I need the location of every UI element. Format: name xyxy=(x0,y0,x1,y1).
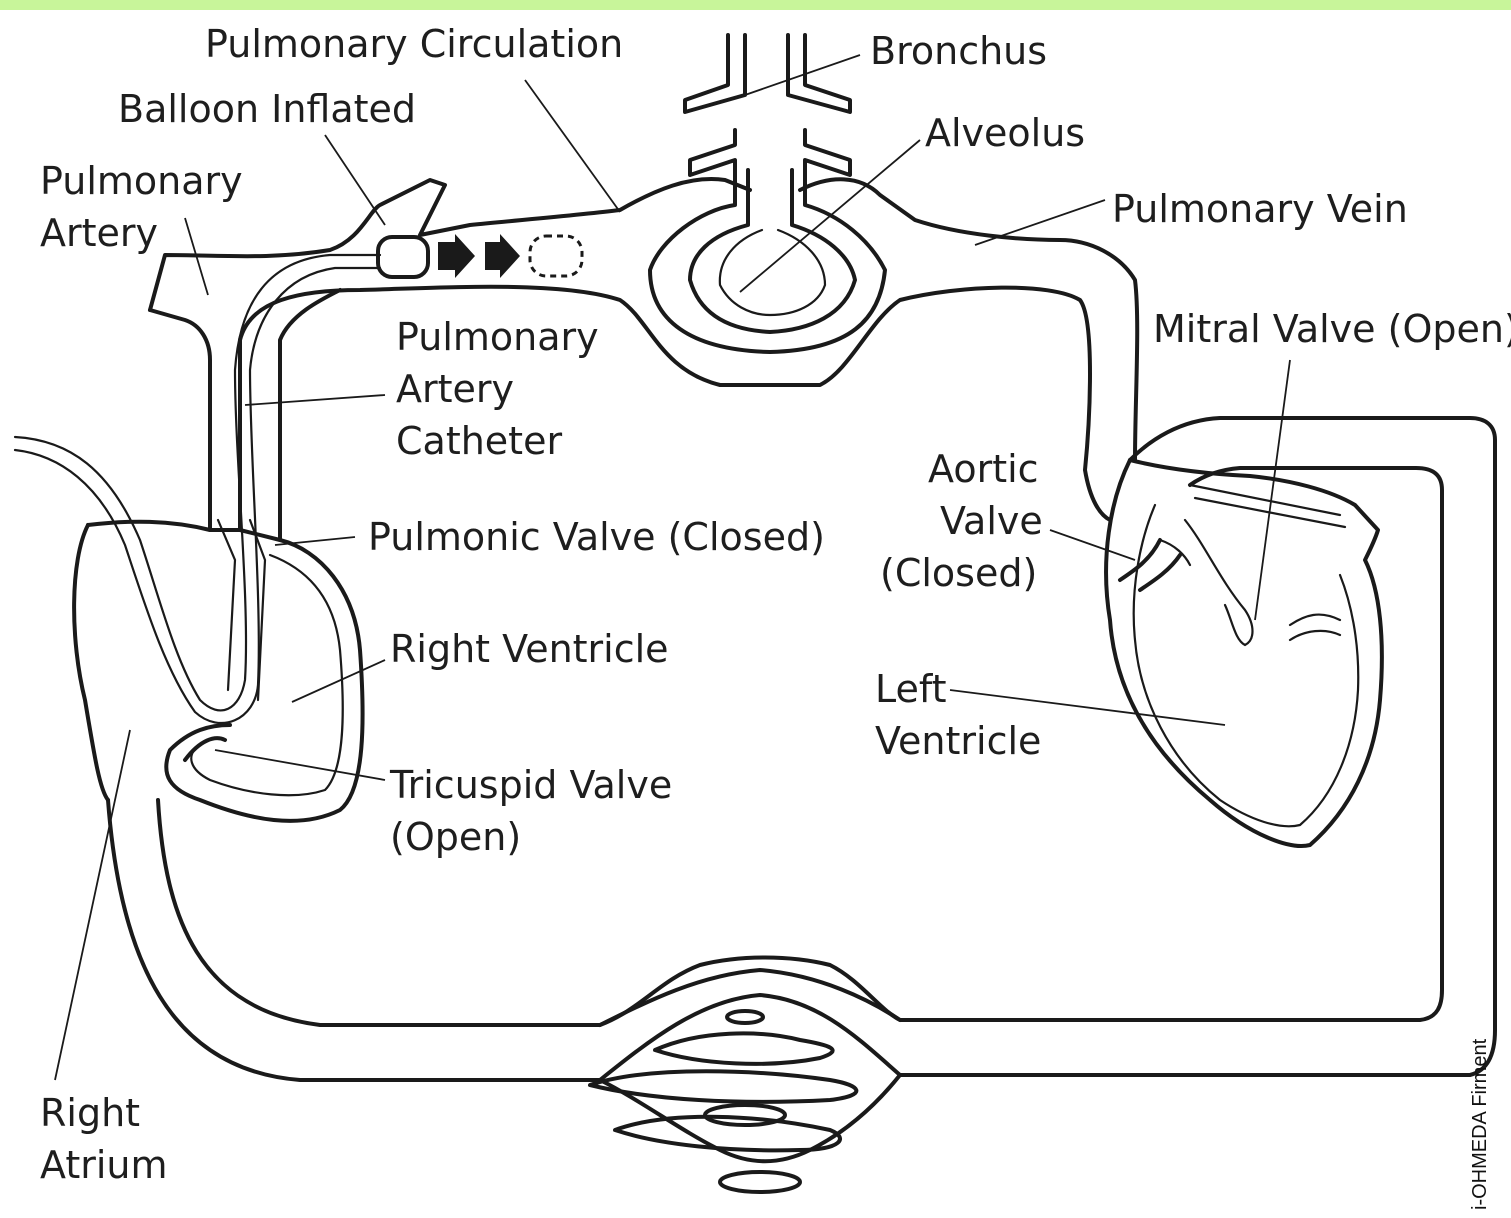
label-balloon-inflated: Balloon Inflated xyxy=(118,87,416,131)
label-aortic-valve-line2: Valve xyxy=(940,499,1043,543)
labels: Pulmonary Circulation Bronchus Balloon I… xyxy=(40,22,1511,1187)
credit-text: i-OHMEDA Firment xyxy=(1469,1038,1491,1210)
label-catheter-line3: Catheter xyxy=(396,419,562,463)
label-right-atrium-line2: Atrium xyxy=(40,1143,168,1187)
label-pulmonary-circulation: Pulmonary Circulation xyxy=(205,22,623,66)
right-heart xyxy=(74,520,363,821)
label-alveolus: Alveolus xyxy=(925,111,1085,155)
label-pulmonary-artery-line2: Artery xyxy=(40,211,158,255)
label-right-ventricle: Right Ventricle xyxy=(390,627,669,671)
label-catheter-line2: Artery xyxy=(396,367,514,411)
balloon xyxy=(378,234,582,278)
label-left-ventricle-line2: Ventricle xyxy=(875,719,1041,763)
label-mitral-valve: Mitral Valve (Open) xyxy=(1153,307,1511,351)
alveolus-structure xyxy=(650,35,885,352)
label-tricuspid-valve-line2: (Open) xyxy=(390,815,521,859)
left-heart xyxy=(1106,460,1382,846)
label-left-ventricle-line1: Left xyxy=(875,667,947,711)
label-aortic-valve-line1: Aortic xyxy=(928,447,1039,491)
label-tricuspid-valve-line1: Tricuspid Valve xyxy=(389,763,672,807)
label-pulmonic-valve: Pulmonic Valve (Closed) xyxy=(368,515,825,559)
label-aortic-valve-line3: (Closed) xyxy=(880,551,1037,595)
label-catheter-line1: Pulmonary xyxy=(396,315,599,359)
label-pulmonary-vein: Pulmonary Vein xyxy=(1112,187,1408,231)
label-pulmonary-artery-line1: Pulmonary xyxy=(40,159,243,203)
label-bronchus: Bronchus xyxy=(870,29,1047,73)
label-right-atrium-line1: Right xyxy=(40,1091,140,1135)
